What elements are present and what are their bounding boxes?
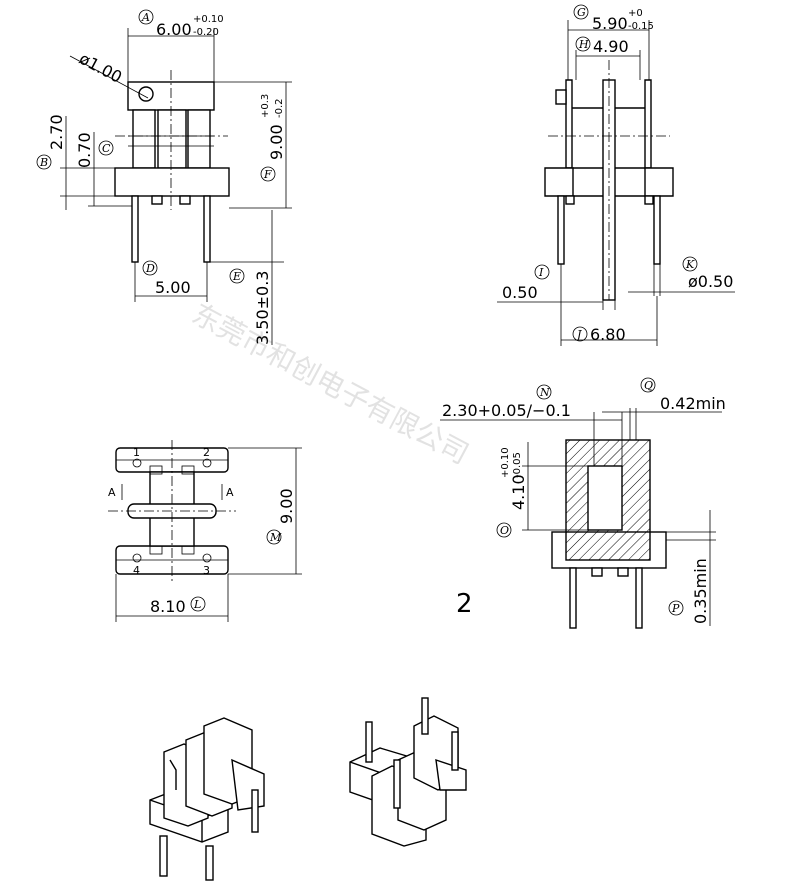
label-e: E (232, 270, 241, 283)
dim-g-tol-lower: -0.15 (628, 21, 654, 32)
dim-e-value: 3.50±0.3 (253, 271, 272, 345)
label-d: D (145, 262, 155, 275)
dim-b-value: 2.70 (47, 114, 66, 150)
dim-m-value: 9.00 (277, 488, 296, 524)
dim-o-tol-lower: -0.05 (512, 452, 523, 478)
label-i: I (538, 266, 544, 279)
pin-2-icon (202, 458, 212, 468)
pin-3-icon (202, 553, 212, 563)
dim-f-tol-lower: -0.2 (274, 98, 285, 118)
label-b: B (39, 156, 48, 169)
label-p: P (671, 602, 680, 615)
section-mark-left: A (108, 486, 116, 499)
section-mark-right: A (226, 486, 234, 499)
dim-k-value: ø0.50 (688, 272, 733, 291)
dim-o-value: 4.10 (509, 474, 528, 510)
dim-i-value: 0.50 (502, 283, 538, 302)
dim-h-value: 4.90 (593, 37, 629, 56)
dim-l-value: 8.10 (150, 597, 186, 616)
dim-n-value: 2.30+0.05/−0.1 (442, 401, 571, 420)
watermark-text: 东莞市和创电子有限公司 (187, 297, 474, 471)
dim-j-value: 6.80 (590, 325, 626, 344)
label-o: O (500, 524, 509, 537)
dim-q-value: 0.42min (660, 394, 726, 413)
pin-label-2: 2 (203, 446, 210, 459)
label-n: N (539, 386, 550, 399)
dim-g-tol-upper: +0 (628, 8, 643, 19)
label-a: A (141, 11, 150, 24)
dim-hole-value: ø1.00 (76, 49, 125, 87)
dim-f-value: 9.00 (267, 124, 286, 160)
pin-4-icon (132, 553, 142, 563)
figure-number: 2 (456, 589, 473, 619)
isometric-view-left (149, 717, 265, 881)
dim-f-tol-upper: +0.3 (260, 94, 271, 118)
top-view: 1 2 4 3 A A 9.00 M 8.10 L (108, 440, 302, 622)
pin-hole-icon (138, 86, 154, 102)
label-h: H (578, 38, 589, 51)
pin-label-3: 3 (203, 564, 210, 577)
dim-o-tol-upper: +0.10 (500, 447, 511, 478)
dim-a-tol-upper: +0.10 (193, 14, 224, 25)
label-f: F (263, 168, 272, 181)
section-view: N 2.30+0.05/−0.1 Q 0.42min 4.10 +0.10 -0… (440, 377, 726, 629)
label-c: C (102, 142, 111, 155)
dim-a-value: 6.00 (156, 20, 192, 39)
dim-a-tol-lower: -0.20 (193, 27, 219, 38)
label-m: M (269, 531, 282, 544)
label-q: Q (644, 379, 653, 392)
dim-d-value: 5.00 (155, 278, 191, 297)
label-k: K (685, 258, 695, 271)
label-j: J (575, 328, 582, 341)
label-l: L (193, 598, 201, 611)
dim-g-value: 5.90 (592, 14, 628, 33)
pin-label-4: 4 (133, 564, 140, 577)
front-view: A 6.00 +0.10 -0.20 ø1.00 2.70 B 0.70 C 9… (36, 9, 292, 345)
dim-c-value: 0.70 (75, 132, 94, 168)
pin-1-icon (132, 458, 142, 468)
side-view: G 5.90 +0 -0.15 H 4.90 0.50 I K ø0.50 J … (497, 4, 735, 346)
isometric-view-right (349, 697, 467, 847)
label-g: G (577, 6, 586, 19)
pin-label-1: 1 (133, 446, 140, 459)
dim-p-value: 0.35min (691, 558, 710, 624)
